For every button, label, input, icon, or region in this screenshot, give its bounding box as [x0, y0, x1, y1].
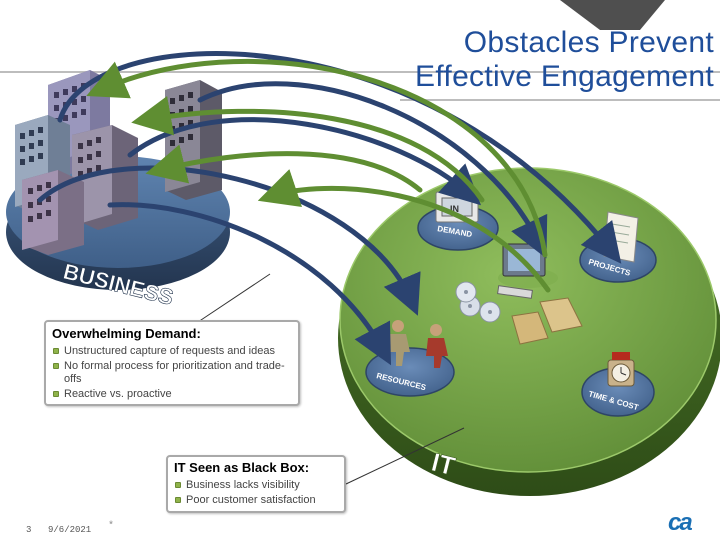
callout-item-text: Reactive vs. proactive — [64, 388, 172, 400]
callout-item-text: Unstructured capture of requests and ide… — [64, 345, 275, 357]
arrow-blue — [197, 81, 548, 259]
footer-mark: * — [108, 521, 115, 532]
bullet-icon — [53, 391, 59, 397]
bullet-icon — [175, 482, 181, 488]
bullet-icon — [53, 348, 59, 354]
folders — [511, 297, 583, 345]
building-icon — [22, 170, 84, 255]
arrow-blue — [37, 165, 421, 316]
green-arrows — [86, 58, 551, 293]
bullet-icon — [175, 497, 181, 503]
callout-item: Reactive vs. proactive — [52, 388, 292, 401]
callout-leader — [197, 273, 271, 323]
arrow-green — [257, 169, 551, 293]
callout-item: No formal process for prioritization and… — [52, 360, 292, 386]
slide-date: 9/6/2021 — [48, 525, 92, 535]
cd-stack — [455, 281, 501, 323]
callout-overwhelming-demand: Overwhelming Demand: Unstructured captur… — [44, 320, 300, 406]
callout-item-text: No formal process for prioritization and… — [64, 360, 285, 385]
slide-number: 3 — [26, 525, 32, 535]
person-icon — [388, 320, 410, 366]
callout-item-text: Poor customer satisfaction — [186, 494, 316, 506]
demand-icon-text: IN — [450, 204, 459, 214]
callout-item-text: Business lacks visibility — [186, 479, 300, 491]
folder-icon — [511, 311, 549, 345]
callout-list: Business lacks visibility Poor customer … — [174, 479, 338, 507]
callout-heading: IT Seen as Black Box: — [174, 460, 310, 475]
callout-leader — [345, 427, 465, 485]
ca-logo: ca — [668, 509, 693, 536]
callout-item: Poor customer satisfaction — [174, 494, 338, 507]
callout-black-box: IT Seen as Black Box: Business lacks vis… — [166, 455, 346, 513]
arrow-green — [145, 144, 423, 193]
arrow-green — [86, 58, 548, 258]
person-icon — [426, 324, 448, 368]
arrow-green — [131, 95, 485, 203]
callout-item: Business lacks visibility — [174, 479, 338, 492]
bullet-icon — [53, 363, 59, 369]
folder-icon — [539, 297, 583, 333]
time-cost-node: TIME & COST — [581, 352, 655, 417]
demand-node: IN DEMAND — [417, 191, 499, 251]
keyboard-icon — [497, 285, 533, 299]
callout-heading: Overwhelming Demand: — [52, 326, 201, 341]
corner-wedge — [560, 0, 665, 30]
building-icon — [165, 80, 222, 200]
callout-list: Unstructured capture of requests and ide… — [52, 345, 292, 401]
document-icon — [603, 211, 639, 263]
page-title-line-2: Effective Engagement — [415, 60, 714, 93]
arrow-blue — [107, 202, 392, 366]
page-title-line-1: Obstacles Prevent — [463, 26, 714, 59]
callout-item: Unstructured capture of requests and ide… — [52, 345, 292, 358]
